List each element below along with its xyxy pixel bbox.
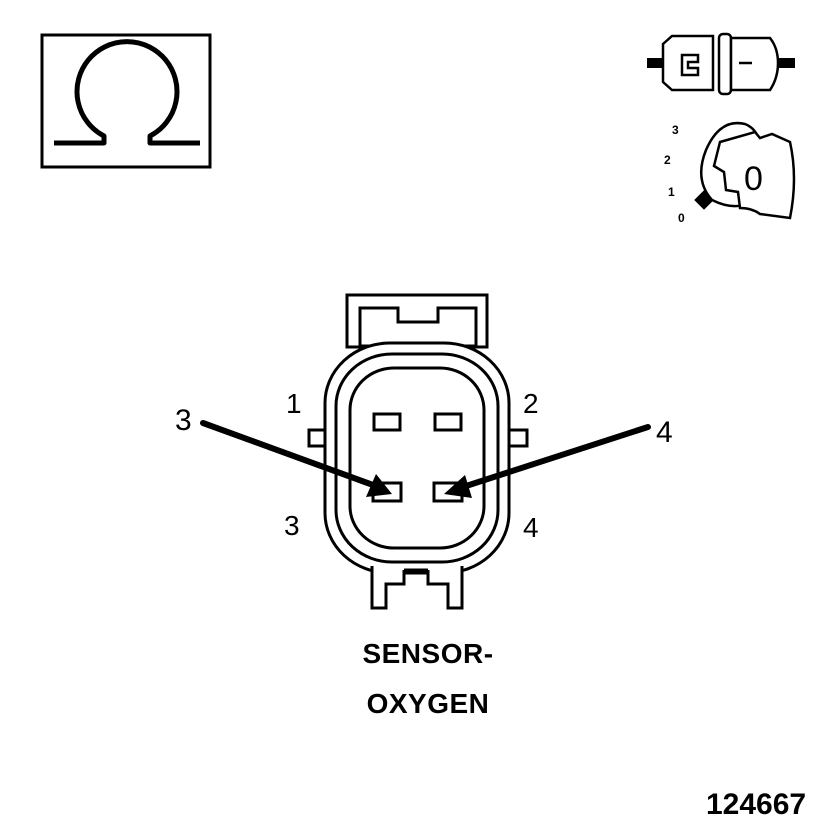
probe-label-left: 3	[175, 404, 192, 437]
probe-label-right: 4	[656, 416, 673, 449]
cavity-label-2: 2	[523, 388, 539, 419]
ohm-icon	[40, 33, 212, 169]
disconnected-connector-icon	[647, 32, 795, 96]
key-label: 0	[744, 160, 763, 198]
key-position-1: 1	[668, 185, 675, 199]
probe-arrow-3	[200, 420, 392, 497]
component-name-line1: SENSOR-	[362, 638, 494, 669]
connector-face	[307, 293, 529, 610]
cavity-label-1: 1	[286, 388, 302, 419]
figure-number: 124667	[706, 788, 807, 821]
key-position-3: 3	[672, 123, 679, 137]
key-position-0: 0	[678, 211, 685, 225]
ignition-key-icon	[694, 121, 796, 220]
cavity-label-4: 4	[523, 512, 539, 543]
component-name-line2: OXYGEN	[366, 688, 490, 719]
cavity-label-3: 3	[284, 510, 300, 541]
key-position-2: 2	[664, 153, 671, 167]
probe-arrow-4	[444, 424, 651, 498]
